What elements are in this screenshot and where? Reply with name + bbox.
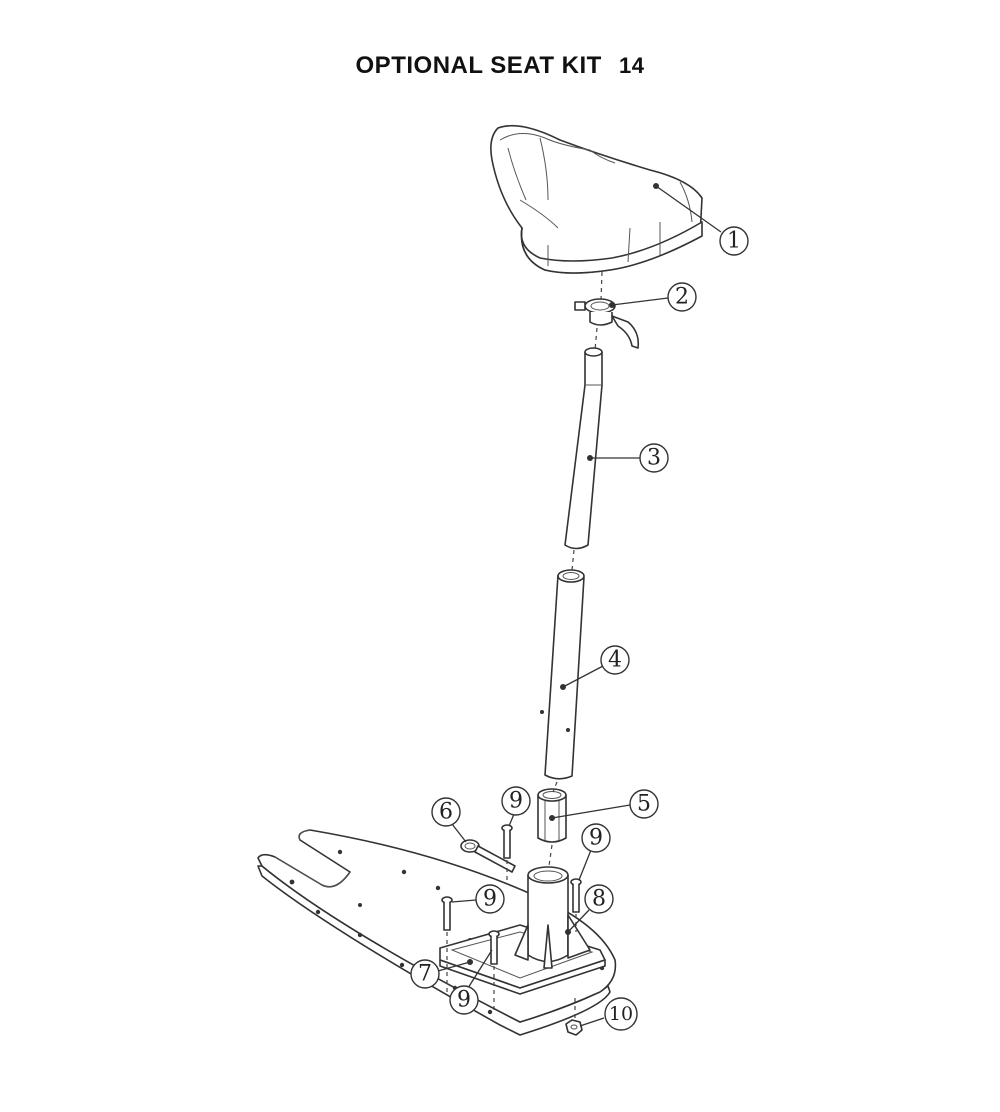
callout-label-7: 7 <box>418 962 432 987</box>
callout-6: 6 <box>431 797 467 843</box>
callout-8: 8 <box>565 884 614 935</box>
callout-label-6: 6 <box>439 800 453 825</box>
callout-1: 1 <box>653 183 749 256</box>
bolts <box>441 824 582 965</box>
callout-label-9-c: 9 <box>483 887 497 912</box>
callout-10: 10 <box>579 997 638 1031</box>
seat <box>490 124 703 274</box>
callout-label-2: 2 <box>675 285 689 310</box>
callout-2: 2 <box>609 282 697 312</box>
callout-5: 5 <box>549 789 659 821</box>
callout-label-8: 8 <box>592 887 606 912</box>
callout-label-4: 4 <box>608 648 622 673</box>
callout-9-a: 9 <box>501 786 531 827</box>
callout-label-9-b: 9 <box>589 826 603 851</box>
callouts: 1 2 3 4 5 <box>410 183 749 1031</box>
upper-tube <box>564 347 603 550</box>
callout-label-9-a: 9 <box>509 789 523 814</box>
callout-9-b: 9 <box>578 823 611 881</box>
callout-label-3: 3 <box>647 446 661 471</box>
nut <box>565 1019 583 1036</box>
cotter-pin <box>460 839 516 873</box>
title-text: OPTIONAL SEAT KIT <box>355 52 602 79</box>
seat-clamp <box>574 298 640 349</box>
callout-4: 4 <box>560 645 630 690</box>
callout-label-9-d: 9 <box>457 988 471 1013</box>
callout-3: 3 <box>587 443 669 473</box>
callout-label-5: 5 <box>637 792 651 817</box>
title-number: 14 <box>618 53 645 78</box>
diagram-title: OPTIONAL SEAT KIT 14 <box>0 52 1000 80</box>
lower-tube <box>540 569 585 780</box>
callout-9-d: 9 <box>449 949 493 1015</box>
callout-9-c: 9 <box>451 884 505 914</box>
callout-7: 7 <box>410 959 473 989</box>
callout-label-1: 1 <box>727 229 741 254</box>
callout-label-10: 10 <box>609 1003 633 1025</box>
